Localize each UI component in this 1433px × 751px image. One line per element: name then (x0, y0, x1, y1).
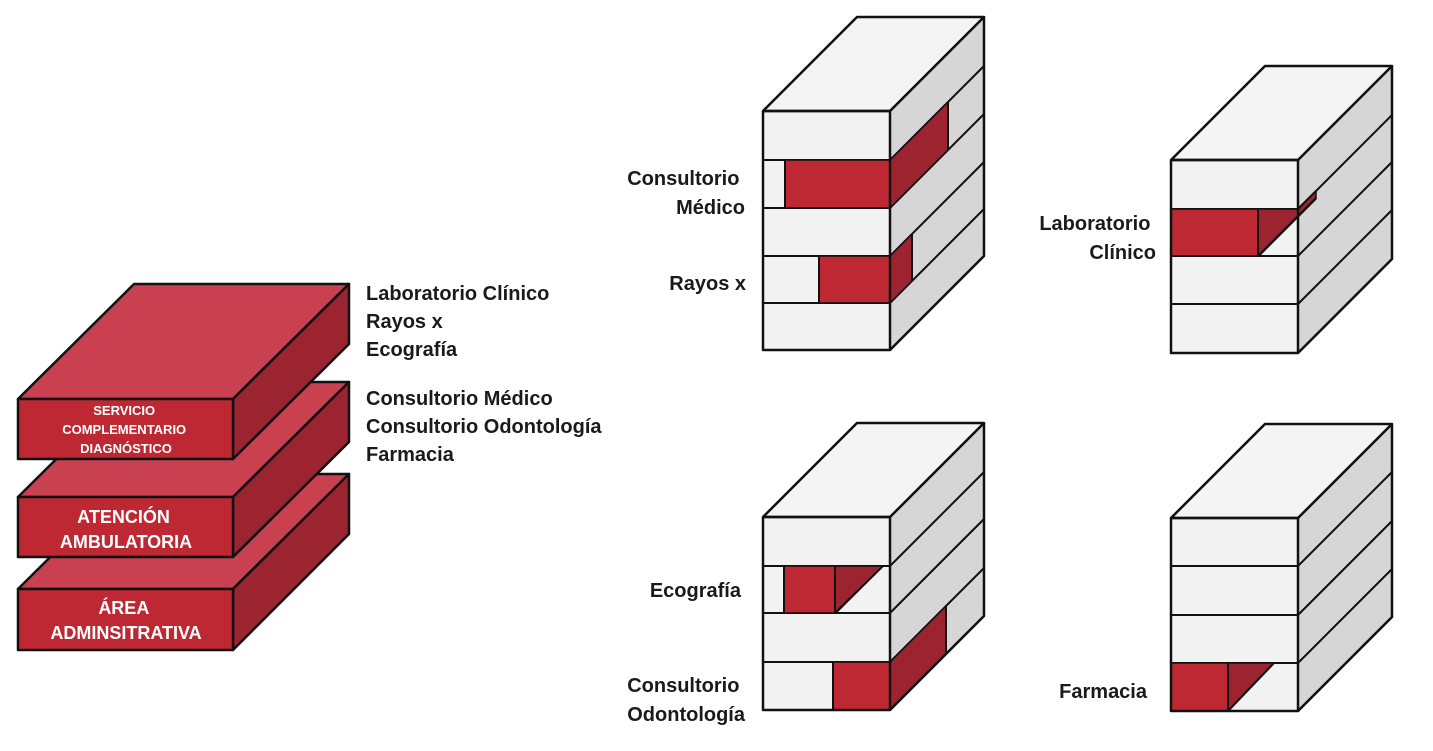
label-consultorio-medico-line-1: Consultorio (627, 168, 739, 190)
label-laboratorio-line-2: Clínico (1089, 242, 1156, 264)
stack-legend-top: Laboratorio Clínico Rayos x Ecografía (366, 283, 549, 361)
layer-administrativa-line-1: ÁREA (98, 597, 149, 618)
label-ecografia: Ecografía (650, 580, 742, 602)
label-consultorio-medico: Consultorio Médico (627, 168, 745, 219)
stack-legend-bottom: Consultorio Médico Consultorio Odontolog… (366, 388, 602, 466)
layer-ambulatoria-line-2: AMBULATORIA (60, 532, 192, 552)
layer-stack: ÁREA ADMINSITRATIVA ATENCIÓN AMBULATORIA… (16, 282, 351, 652)
legend-ecografia: Ecografía (366, 339, 458, 361)
layer-diagnostico-text: SERVICIO COMPLEMENTARIO DIAGNÓSTICO (62, 403, 190, 456)
layer-administrativa-line-2: ADMINSITRATIVA (50, 623, 201, 643)
label-consultorio-odontologia-line-1: Consultorio (627, 675, 739, 697)
label-consultorio-medico-line-2: Médico (676, 197, 745, 219)
room-rayos (818, 255, 891, 304)
building-ecografia-odontologia (761, 421, 986, 712)
legend-farmacia: Farmacia (366, 444, 455, 466)
layer-diagnostico-line-1: SERVICIO (93, 403, 155, 418)
legend-rayos: Rayos x (366, 311, 443, 333)
room-laboratorio (1170, 208, 1259, 257)
building-farmacia (1169, 422, 1394, 713)
layer-diagnostico-line-2: COMPLEMENTARIO (62, 422, 186, 437)
label-consultorio-odontologia-line-2: Odontología (627, 704, 746, 726)
room-ecografia (783, 565, 836, 614)
label-rayos: Rayos x (669, 273, 746, 295)
legend-laboratorio: Laboratorio Clínico (366, 283, 549, 305)
room-odontologia (832, 661, 891, 711)
layer-ambulatoria-line-1: ATENCIÓN (77, 506, 170, 527)
legend-consultorio-medico: Consultorio Médico (366, 388, 553, 410)
label-farmacia: Farmacia (1059, 681, 1148, 703)
building-laboratorio (1169, 64, 1394, 355)
room-medico (784, 159, 891, 209)
label-laboratorio-line-1: Laboratorio (1039, 213, 1150, 235)
room-farmacia (1170, 662, 1229, 712)
layer-administrativa-text: ÁREA ADMINSITRATIVA (50, 597, 201, 643)
layer-ambulatoria-text: ATENCIÓN AMBULATORIA (60, 506, 192, 552)
building-medico-rayos (761, 15, 986, 352)
layer-diagnostico-line-3: DIAGNÓSTICO (80, 441, 172, 456)
legend-consultorio-odontologia: Consultorio Odontología (366, 416, 602, 438)
layer-diagnostico: SERVICIO COMPLEMENTARIO DIAGNÓSTICO (16, 282, 351, 461)
label-laboratorio: Laboratorio Clínico (1039, 213, 1156, 264)
label-consultorio-odontologia: Consultorio Odontología (627, 675, 746, 726)
